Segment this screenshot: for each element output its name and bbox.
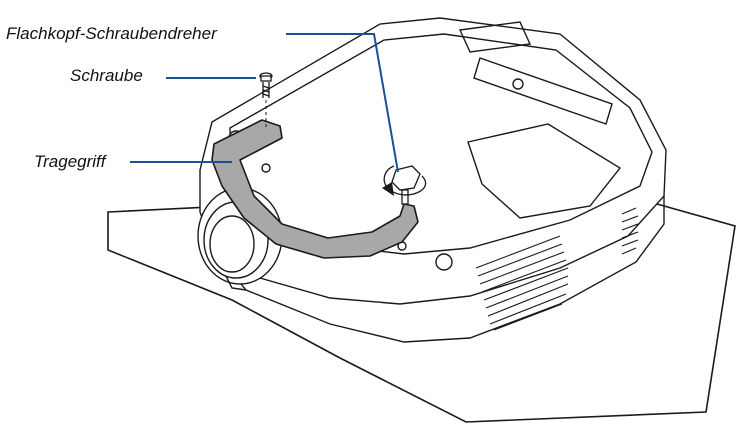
screw-icon [259,72,273,98]
ventilation-grille-front [475,235,569,331]
ventilation-grille-side [621,207,639,255]
label-screw: Schraube [70,66,143,85]
leader-line-screwdriver [286,33,399,173]
label-screwdriver: Flachkopf-Schraubendreher [6,24,217,43]
rotation-arrowhead [382,182,394,196]
label-carrying-handle: Tragegriff [34,152,106,171]
projector-body [199,17,667,343]
